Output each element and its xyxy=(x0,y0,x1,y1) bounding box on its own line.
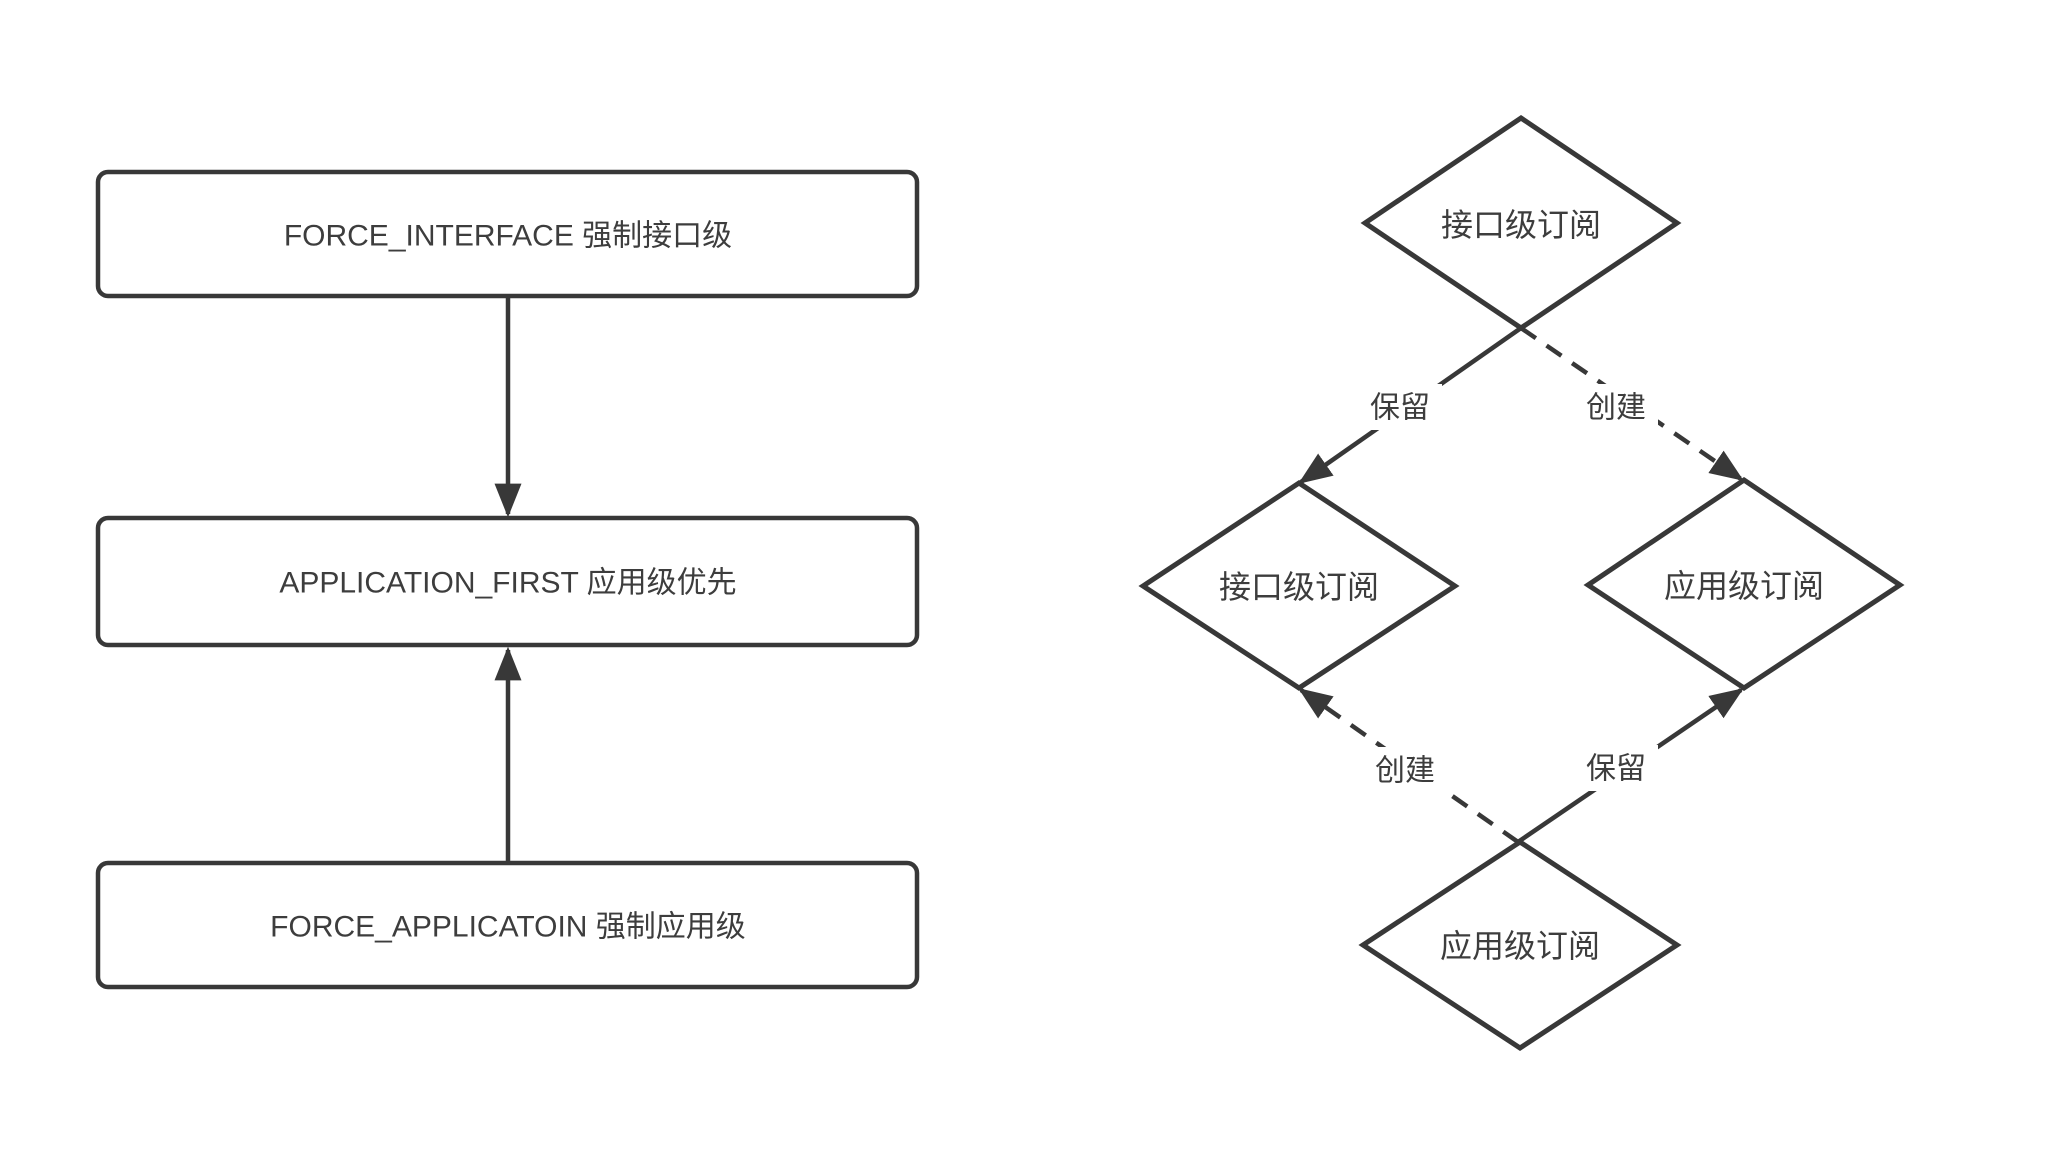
node-force-application xyxy=(95,860,920,990)
node-application-first xyxy=(95,515,920,648)
left-flow: FORCE_INTERFACE 强制接口级 APPLICATION_FIRST … xyxy=(95,169,920,990)
node-force-interface-label: FORCE_INTERFACE 强制接口级 xyxy=(284,220,732,253)
edge-label-bg-keep-bottom xyxy=(1574,745,1658,791)
node-diamond-top xyxy=(1360,114,1682,332)
node-diamond-mid-right xyxy=(1583,476,1905,691)
node-diamond-bottom-label: 应用级订阅 xyxy=(1440,928,1600,964)
node-force-application-label: FORCE_APPLICATOIN 强制应用级 xyxy=(270,911,746,944)
edge-label-bg-keep-top xyxy=(1358,384,1442,430)
edge-label-create-top: 创建 xyxy=(1586,392,1646,425)
edge-label-create-bottom: 创建 xyxy=(1375,755,1435,788)
edge-label-keep-top: 保留 xyxy=(1370,392,1430,425)
right-flow: 保留 创建 创建 保留 接口级订阅 接口级订阅 应用级订阅 应用级订阅 xyxy=(1138,114,1905,1051)
edge-label-bg-create-bottom xyxy=(1363,747,1447,793)
edge-label-keep-bottom: 保留 xyxy=(1586,753,1646,786)
node-diamond-mid-left-label: 接口级订阅 xyxy=(1219,569,1379,605)
node-diamond-mid-right-label: 应用级订阅 xyxy=(1664,568,1824,604)
node-application-first-label: APPLICATION_FIRST 应用级优先 xyxy=(279,567,736,600)
node-diamond-mid-left xyxy=(1138,480,1460,691)
node-diamond-top-label: 接口级订阅 xyxy=(1441,207,1601,243)
edge-label-bg-create-top xyxy=(1574,384,1658,430)
node-force-interface xyxy=(95,169,920,299)
node-diamond-bottom xyxy=(1358,839,1682,1051)
